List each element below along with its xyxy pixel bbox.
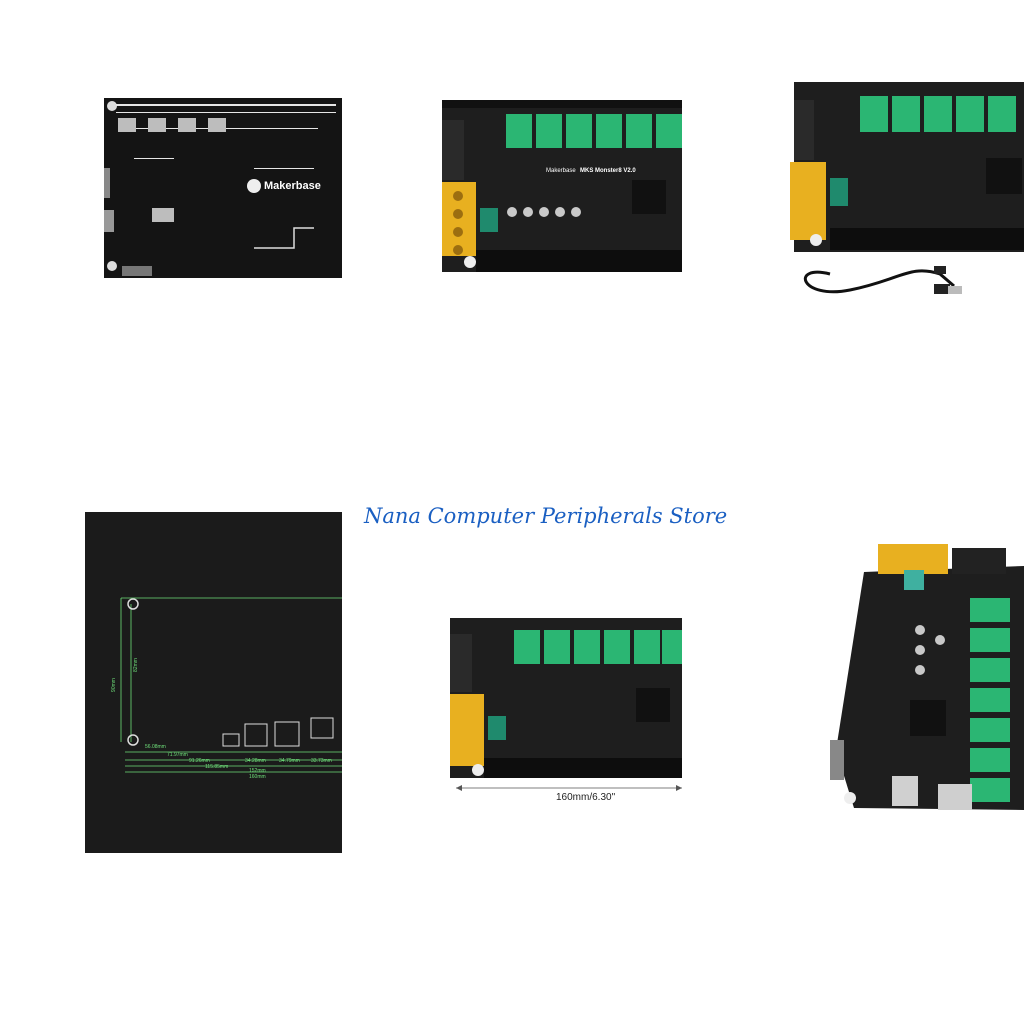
width-caption: 160mm/6.30" (556, 792, 616, 803)
board-back-brand: Makerbase (264, 180, 321, 192)
board-back-photo: Makerbase (104, 98, 342, 278)
dim-label-9: 160mm (249, 774, 266, 780)
dim-label-5: 34.79mm (279, 758, 300, 764)
dim-label-4: 34.28mm (245, 758, 266, 764)
board-back-graphic (104, 98, 342, 278)
dim-label-3: 91.26mm (189, 758, 210, 764)
board-width-graphic (450, 618, 682, 791)
dimension-drawing: 56.08mm 71.97mm 91.26mm 34.28mm 34.79mm … (85, 512, 342, 853)
dim-label-7: 115.85mm (205, 764, 229, 770)
dim-label-11: 82mm (132, 658, 139, 672)
store-watermark: Nana Computer Peripherals Store (364, 504, 728, 528)
board-front-model: MKS Monster8 V2.0 (580, 168, 636, 174)
board-cable-graphic (790, 82, 1024, 294)
board-with-cable-photo (790, 78, 1024, 308)
board-front-graphic (442, 100, 682, 272)
board-angled-graphic (830, 544, 1024, 810)
dim-label-8: 152mm (249, 768, 266, 774)
board-width-photo (440, 612, 688, 808)
board-front-brand: Makerbase (546, 168, 576, 174)
board-angled-photo (830, 540, 1024, 816)
dim-label-1: 56.08mm (145, 744, 166, 750)
dim-label-2: 71.97mm (167, 752, 188, 758)
dimension-graphic (85, 512, 342, 853)
dim-label-6: 33.73mm (311, 758, 332, 764)
board-front-photo: Makerbase MKS Monster8 V2.0 (442, 100, 682, 272)
dim-label-10: 90mm (110, 678, 117, 692)
